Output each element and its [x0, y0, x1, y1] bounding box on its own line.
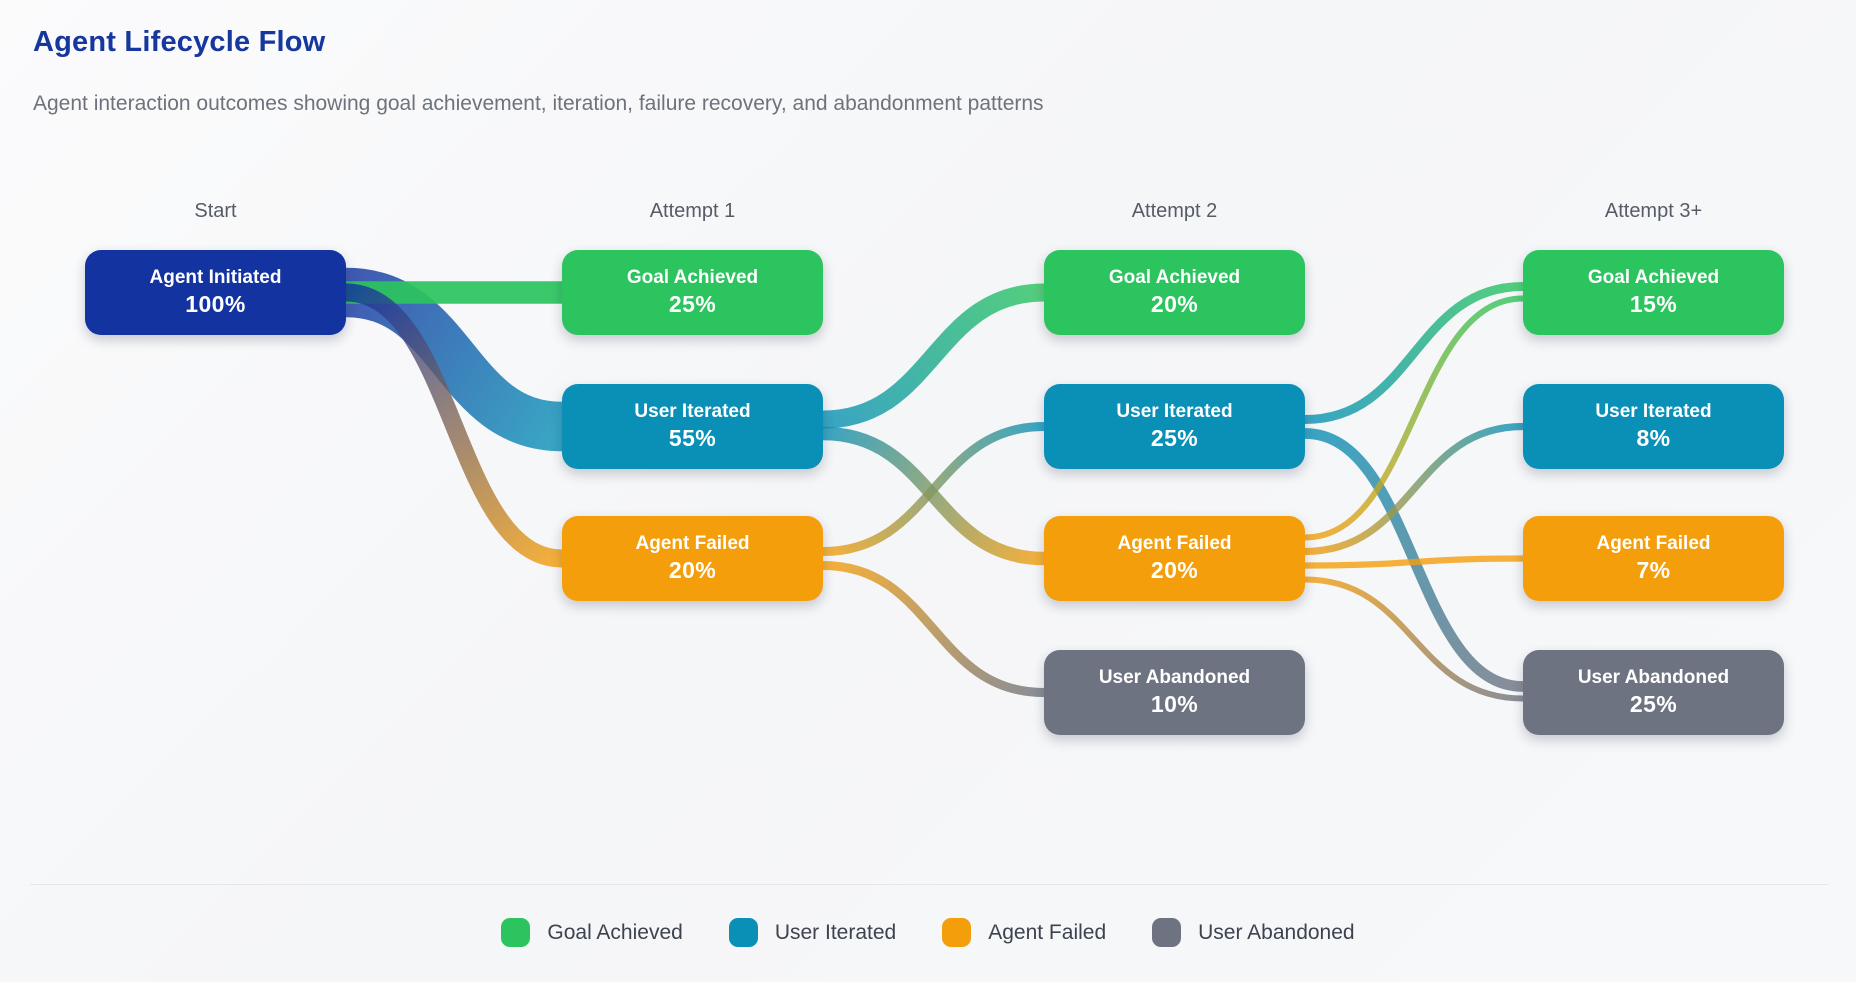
- node-label: User Abandoned: [1577, 666, 1730, 688]
- node-start-agent-initiated[interactable]: Agent Initiated 100%: [85, 250, 346, 335]
- footer-divider: [30, 884, 1828, 885]
- node-value: 7%: [1636, 556, 1671, 583]
- legend-label: Goal Achieved: [547, 920, 683, 944]
- node-attempt3-user-iterated[interactable]: User Iterated 8%: [1523, 384, 1784, 469]
- flow-link-a2-failed-to-a3-abandoned: [1304, 576, 1524, 702]
- node-value: 100%: [185, 290, 246, 317]
- flow-link-a2-failed-to-a3-failed: [1304, 555, 1524, 569]
- node-value: 8%: [1636, 424, 1671, 451]
- chart-legend: Goal Achieved User Iterated Agent Failed…: [0, 918, 1856, 947]
- node-label: Goal Achieved: [626, 266, 759, 288]
- page-subtitle: Agent interaction outcomes showing goal …: [33, 92, 1044, 115]
- node-value: 15%: [1629, 290, 1678, 317]
- goal-achieved-swatch-icon: [501, 918, 531, 947]
- node-label: User Abandoned: [1098, 666, 1251, 688]
- node-attempt3-agent-failed[interactable]: Agent Failed 7%: [1523, 516, 1784, 601]
- legend-label: User Abandoned: [1198, 920, 1355, 944]
- node-label: Goal Achieved: [1587, 266, 1720, 288]
- node-label: Goal Achieved: [1108, 266, 1241, 288]
- legend-label: Agent Failed: [988, 920, 1107, 944]
- column-label-attempt-3: Attempt 3+: [1604, 200, 1703, 222]
- legend-label: User Iterated: [774, 920, 897, 944]
- node-label: User Iterated: [1595, 400, 1712, 422]
- node-value: 20%: [1150, 556, 1199, 583]
- legend-item-agent-failed[interactable]: Agent Failed: [942, 918, 1106, 947]
- flow-link-a1-failed-to-a2-iterated: [822, 422, 1045, 556]
- legend-item-user-abandoned[interactable]: User Abandoned: [1152, 918, 1355, 947]
- node-value: 25%: [1629, 690, 1678, 717]
- node-label: User Iterated: [1116, 400, 1233, 422]
- node-label: Agent Failed: [1117, 532, 1232, 554]
- flow-link-a1-iterated-to-a2-goal: [822, 283, 1045, 429]
- flow-link-a1-iterated-to-a2-failed: [822, 426, 1045, 566]
- node-label: Agent Initiated: [149, 266, 282, 288]
- node-value: 25%: [1150, 424, 1199, 451]
- column-label-attempt-2: Attempt 2: [1131, 200, 1218, 222]
- node-attempt1-agent-failed[interactable]: Agent Failed 20%: [562, 516, 823, 601]
- node-value: 25%: [668, 290, 717, 317]
- node-label: Agent Failed: [1596, 532, 1711, 554]
- node-attempt1-goal-achieved[interactable]: Goal Achieved 25%: [562, 250, 823, 335]
- flow-link-a2-failed-to-a3-goal: [1304, 295, 1524, 541]
- node-attempt3-goal-achieved[interactable]: Goal Achieved 15%: [1523, 250, 1784, 335]
- user-iterated-swatch-icon: [728, 918, 758, 947]
- node-attempt2-goal-achieved[interactable]: Goal Achieved 20%: [1044, 250, 1305, 335]
- node-attempt2-user-iterated[interactable]: User Iterated 25%: [1044, 384, 1305, 469]
- flow-link-a1-failed-to-a2-abandoned: [822, 561, 1045, 697]
- node-attempt2-user-abandoned[interactable]: User Abandoned 10%: [1044, 650, 1305, 735]
- node-attempt2-agent-failed[interactable]: Agent Failed 20%: [1044, 516, 1305, 601]
- column-label-attempt-1: Attempt 1: [649, 200, 736, 222]
- page-title: Agent Lifecycle Flow: [33, 26, 326, 58]
- node-value: 20%: [668, 556, 717, 583]
- legend-item-goal-achieved[interactable]: Goal Achieved: [501, 918, 683, 947]
- legend-item-user-iterated[interactable]: User Iterated: [728, 918, 897, 947]
- node-attempt1-user-iterated[interactable]: User Iterated 55%: [562, 384, 823, 469]
- agent-failed-swatch-icon: [942, 918, 972, 947]
- flow-link-a2-iterated-to-a3-goal: [1304, 282, 1524, 424]
- node-value: 10%: [1150, 690, 1199, 717]
- node-label: Agent Failed: [635, 532, 750, 554]
- flow-link-start-initiated-to-a1-failed: [345, 283, 563, 568]
- column-label-start: Start: [194, 200, 237, 222]
- node-attempt3-user-abandoned[interactable]: User Abandoned 25%: [1523, 650, 1784, 735]
- node-value: 55%: [668, 424, 717, 451]
- node-value: 20%: [1150, 290, 1199, 317]
- user-abandoned-swatch-icon: [1152, 918, 1182, 947]
- node-label: User Iterated: [634, 400, 751, 422]
- flow-link-a2-failed-to-a3-iterated: [1304, 422, 1524, 556]
